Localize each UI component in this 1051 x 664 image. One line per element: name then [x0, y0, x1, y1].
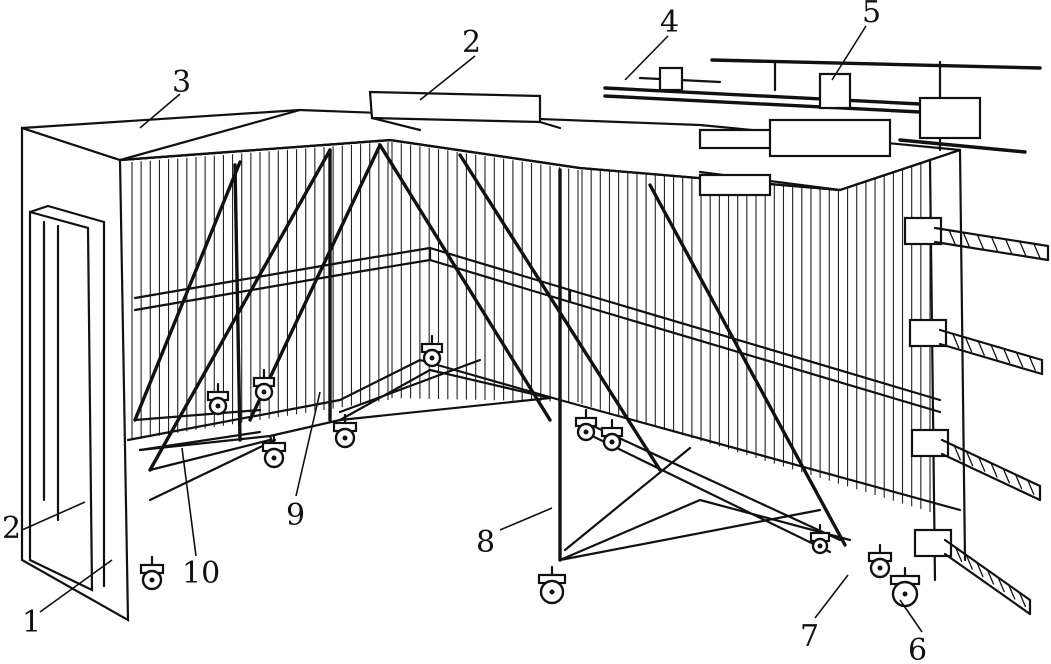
- frame-diagonal-braces: [133, 143, 847, 562]
- back-wall-ribbed: [131, 142, 931, 512]
- label-8: 8: [476, 525, 495, 560]
- top-track-beams: [603, 58, 1042, 197]
- label-5: 5: [862, 0, 881, 30]
- label-2-top: 2: [462, 25, 481, 60]
- label-6: 6: [908, 633, 927, 664]
- bottom-trolley-frames: [138, 358, 852, 562]
- part-labels: 1 2 2 3 4 5 6 7 8 9 10: [2, 0, 927, 664]
- right-cantilever-arms: [903, 216, 1050, 616]
- label-7: 7: [800, 619, 819, 654]
- label-1: 1: [22, 605, 41, 640]
- label-3: 3: [172, 65, 191, 100]
- label-9: 9: [286, 498, 305, 533]
- label-4: 4: [660, 5, 679, 40]
- loose-panel-left: [28, 204, 106, 592]
- casters: [139, 334, 921, 608]
- label-2-left: 2: [2, 511, 21, 546]
- label-10: 10: [182, 556, 220, 591]
- horizontal-walers: [133, 246, 942, 452]
